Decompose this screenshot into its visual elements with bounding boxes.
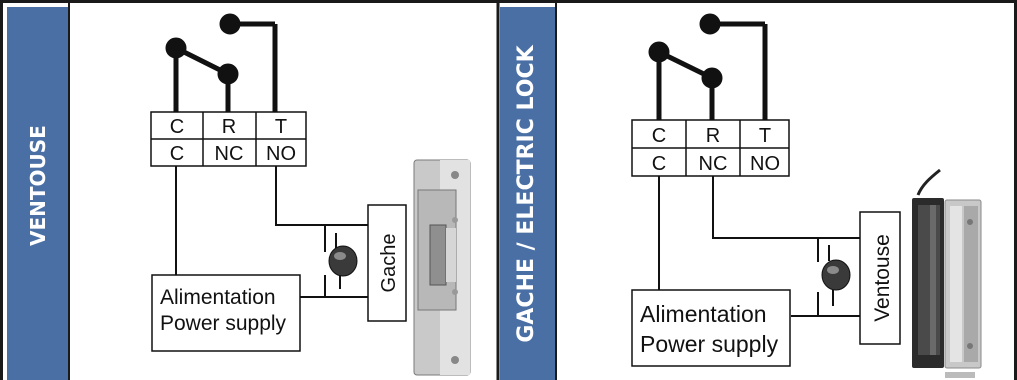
power-supply-label-fr: Alimentation [160, 286, 276, 309]
varistor-icon [328, 233, 358, 289]
terminal-bottom-nc: NC [699, 153, 728, 175]
power-supply-label-fr: Alimentation [640, 301, 767, 327]
terminal-bottom-no: NO [750, 153, 780, 175]
power-supply-label-en: Power supply [160, 312, 287, 335]
device-box-gache [367, 204, 407, 322]
electric-strike-icon [413, 159, 471, 376]
device-label-gache: Gache [378, 234, 400, 293]
sidebar-electric-lock [500, 7, 555, 380]
power-supply-box [151, 274, 301, 352]
power-supply-label-en: Power supply [640, 331, 779, 357]
terminal-top-r: R [222, 116, 236, 138]
terminal-bottom-c: C [652, 153, 666, 175]
sidebar-ventouse [7, 7, 69, 380]
device-label-ventouse: Ventouse [871, 234, 894, 322]
power-supply-box [631, 289, 791, 367]
relay-contact-icon [648, 13, 768, 120]
panel-ventouse: C R T C NC NO Alimentati [150, 13, 471, 376]
relay-contact-icon [165, 13, 278, 112]
terminal-bottom-c: C [170, 143, 184, 165]
terminal-bottom-nc: NC [215, 143, 244, 165]
varistor-icon [821, 245, 851, 306]
panel-electric-lock: C R T C NC NO Alimentati [631, 13, 982, 378]
terminal-top-c: C [170, 116, 184, 138]
terminal-block [150, 111, 307, 167]
terminal-top-t: T [275, 116, 287, 138]
terminal-top-r: R [706, 125, 720, 147]
terminal-top-t: T [759, 125, 771, 147]
device-box-ventouse [859, 211, 901, 345]
wires [175, 166, 368, 298]
wires [658, 176, 860, 317]
terminal-block [631, 119, 790, 177]
magnetic-lock-icon [912, 168, 982, 378]
terminal-top-c: C [652, 125, 666, 147]
terminal-bottom-no: NO [266, 143, 296, 165]
